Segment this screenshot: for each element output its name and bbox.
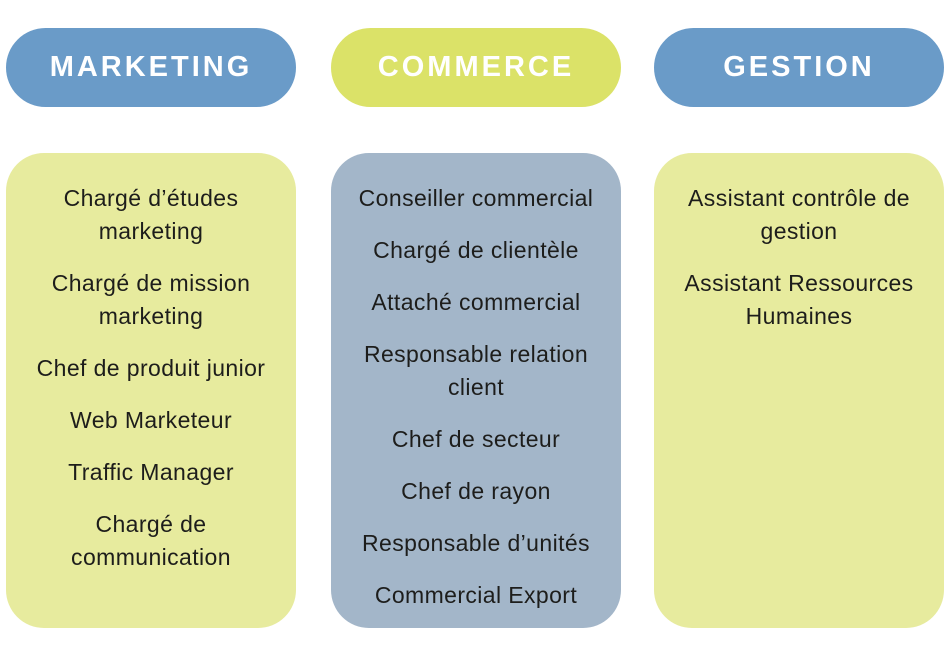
job-item: Chef de rayon [401, 478, 551, 504]
header-label-commerce: COMMERCE [377, 51, 575, 83]
job-item: Chargé d’études marketing [63, 185, 239, 244]
job-item: Conseiller commercial [358, 185, 594, 211]
header-label-gestion: GESTION [723, 51, 875, 83]
job-item: Chargé de clientèle [373, 237, 579, 263]
job-item: Web Marketeur [70, 407, 232, 433]
column-marketing: MARKETING Chargé d’études marketing Char… [6, 0, 296, 650]
job-item: Commercial Export [374, 582, 578, 608]
job-item: Responsable relation client [363, 341, 589, 400]
job-item: Chargé de communication [71, 511, 231, 570]
job-item: Assistant Ressources Humaines [684, 270, 914, 329]
panel-commerce: Conseiller commercial Chargé de clientèl… [331, 153, 621, 628]
job-item: Chargé de mission marketing [51, 270, 251, 329]
column-gestion: GESTION Assistant contrôle de gestion As… [654, 0, 944, 650]
job-item: Attaché commercial [371, 289, 581, 315]
header-pill-marketing: MARKETING [6, 28, 296, 107]
job-item: Chef de secteur [391, 426, 561, 452]
header-pill-gestion: GESTION [654, 28, 944, 107]
job-item: Responsable d’unités [362, 530, 590, 556]
panel-gestion: Assistant contrôle de gestion Assistant … [654, 153, 944, 628]
header-label-marketing: MARKETING [49, 51, 253, 83]
header-pill-commerce: COMMERCE [331, 28, 621, 107]
job-item: Traffic Manager [68, 459, 234, 485]
job-item: Chef de produit junior [36, 355, 266, 381]
job-item: Assistant contrôle de gestion [688, 185, 910, 244]
panel-marketing: Chargé d’études marketing Chargé de miss… [6, 153, 296, 628]
column-commerce: COMMERCE Conseiller commercial Chargé de… [331, 0, 621, 650]
